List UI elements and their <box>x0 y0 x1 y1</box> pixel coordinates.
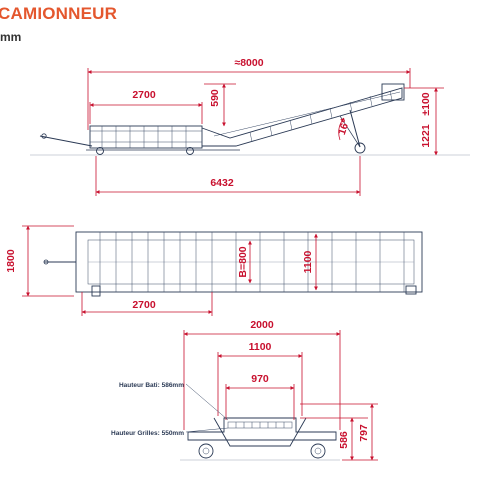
hopper-front <box>213 417 307 447</box>
hitch-icon <box>43 259 49 265</box>
angle-label: 16° <box>336 118 352 137</box>
inner-width-label: 1100 <box>302 250 314 273</box>
incline-ribs <box>249 90 393 143</box>
hitch-icon <box>41 133 47 139</box>
head-drum <box>381 83 405 101</box>
ground-length-label: 6432 <box>210 177 234 189</box>
top-view: 1800 B=800 1100 2700 <box>5 225 423 316</box>
page-title: CAMIONNEUR <box>0 4 118 23</box>
section-length-label: 2700 <box>132 299 156 311</box>
angle-arc <box>338 117 345 141</box>
horizontal-section-label: 2700 <box>132 89 156 101</box>
frame-height-leader <box>185 383 229 421</box>
front-view: 2000 1100 970 Hauteur Bati: 586mm Hauteu… <box>111 319 378 461</box>
height-a-label: 586 <box>338 431 350 449</box>
wheel-icon <box>310 443 326 459</box>
grille-width-label: 970 <box>251 373 269 385</box>
height-b-label: 797 <box>358 424 370 442</box>
cross-members <box>99 232 405 292</box>
tow-bar <box>39 135 93 147</box>
height-tolerance-label: ±100 <box>420 92 432 115</box>
hopper-body <box>89 125 203 149</box>
chassis-front <box>187 417 337 441</box>
unit-label: mm <box>0 30 22 44</box>
wheel-icon <box>198 443 214 459</box>
width-label: 1800 <box>5 249 17 273</box>
hopper-height-label: 590 <box>209 89 221 107</box>
grille-height-leader <box>185 427 229 433</box>
support-wheel-icon <box>354 142 366 154</box>
grille-height-note: Hauteur Grilles: 550mm <box>111 430 184 437</box>
hopper-ribs <box>101 126 187 148</box>
side-view: ≈8000 2700 590 16° 6432 1221 ±100 <box>30 57 470 196</box>
overall-width-label: 2000 <box>250 319 274 331</box>
frame-height-note: Hauteur Bati: 586mm <box>119 382 184 389</box>
frame-width-label: 1100 <box>249 341 272 353</box>
belt-width-label: B=800 <box>237 246 249 277</box>
wheel-icon <box>96 147 104 155</box>
inclined-conveyor <box>201 87 403 147</box>
wheel-icon <box>186 147 194 155</box>
overall-length-label: ≈8000 <box>234 57 263 69</box>
height-label: 1221 <box>420 124 432 148</box>
conveyor-frame-top <box>75 231 423 293</box>
